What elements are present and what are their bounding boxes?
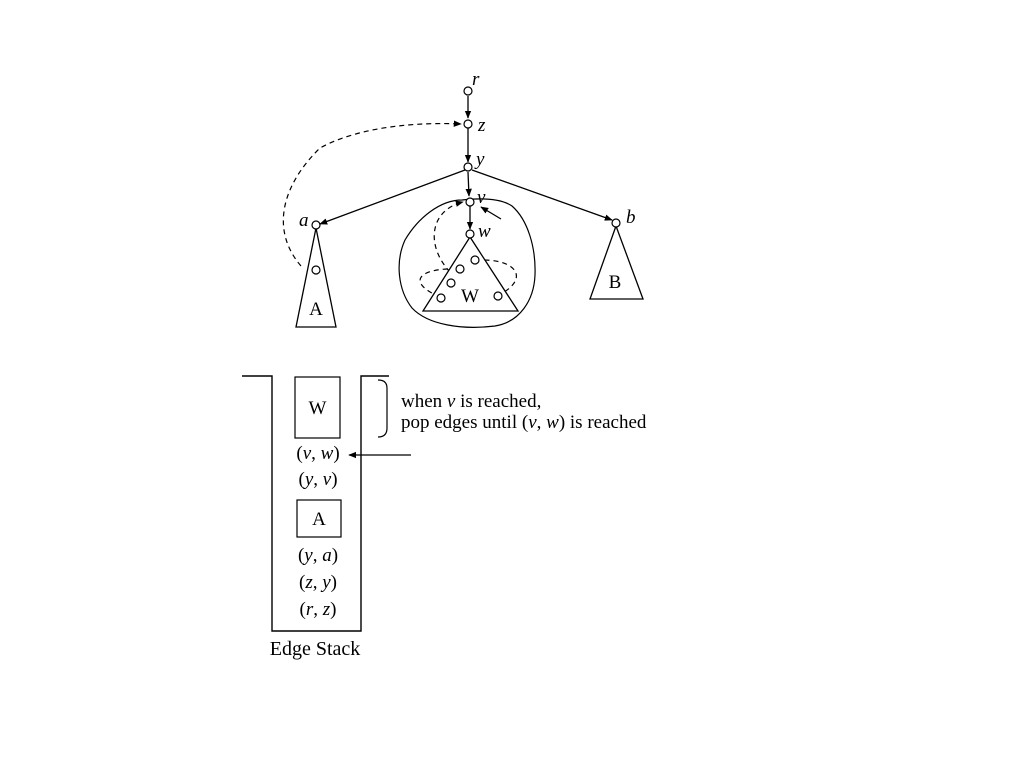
back-edge-A-to-z	[282, 120, 462, 267]
stack-container	[242, 375, 389, 632]
annotation-line-2: pop edges until (v, w) is reached	[401, 412, 647, 433]
annotation-bracket	[377, 379, 388, 438]
pointer-arrow-v	[480, 206, 502, 220]
subtree-W-triangle	[421, 235, 520, 312]
node-W-inner-1	[455, 264, 465, 274]
label-subtree-B: B	[609, 272, 622, 293]
stack-caption: Edge Stack	[270, 638, 361, 660]
biconnected-component-outline	[398, 198, 536, 328]
node-W-inner-3	[436, 293, 446, 303]
stack-block-A-label: A	[312, 509, 326, 530]
stack-block-W	[294, 376, 341, 439]
label-r: r	[472, 69, 480, 90]
node-v	[465, 197, 475, 207]
back-edge-W-inner-left	[419, 268, 456, 298]
nodes	[311, 86, 621, 303]
label-subtree-W: W	[461, 286, 479, 307]
back-edge-W-to-v	[433, 200, 464, 273]
annotation-line-1: when v is reached,	[401, 391, 541, 412]
node-W-inner-5	[493, 291, 503, 301]
stack-entry-v-w: (v, w)	[296, 443, 339, 464]
label-b: b	[626, 207, 636, 228]
node-labels: r z y v w a b A W B	[299, 69, 636, 320]
node-w	[465, 229, 475, 239]
node-y	[463, 162, 473, 172]
node-W-inner-2	[446, 278, 456, 288]
stack-block-W-label: W	[309, 398, 327, 419]
node-a	[311, 220, 321, 230]
tree-edges	[319, 96, 613, 230]
edge-y-v	[465, 171, 472, 197]
node-W-inner-4	[470, 255, 480, 265]
label-w: w	[478, 221, 491, 242]
node-z	[463, 119, 473, 129]
label-v: v	[477, 187, 486, 208]
subtrees	[295, 224, 644, 328]
subtree-A-triangle	[295, 227, 337, 328]
label-y: y	[474, 149, 485, 170]
stack-entry-y-v: (y, v)	[298, 469, 337, 490]
label-subtree-A: A	[309, 299, 323, 320]
stack-entry-y-a: (y, a)	[298, 545, 338, 566]
node-b	[611, 218, 621, 228]
edge-y-a	[319, 169, 466, 225]
subtree-B-triangle	[589, 224, 644, 300]
node-A-inner	[311, 265, 321, 275]
label-a: a	[299, 210, 309, 231]
stack-entry-z-y: (z, y)	[299, 572, 337, 593]
label-z: z	[477, 115, 486, 136]
stack-block-A	[296, 499, 342, 538]
edge-y-b	[471, 169, 613, 221]
edge-stack: W (v, w) (y, v) A (y, a) (z, y) (r, z) E…	[242, 375, 389, 660]
node-r	[463, 86, 473, 96]
stack-entry-r-z: (r, z)	[300, 599, 337, 620]
